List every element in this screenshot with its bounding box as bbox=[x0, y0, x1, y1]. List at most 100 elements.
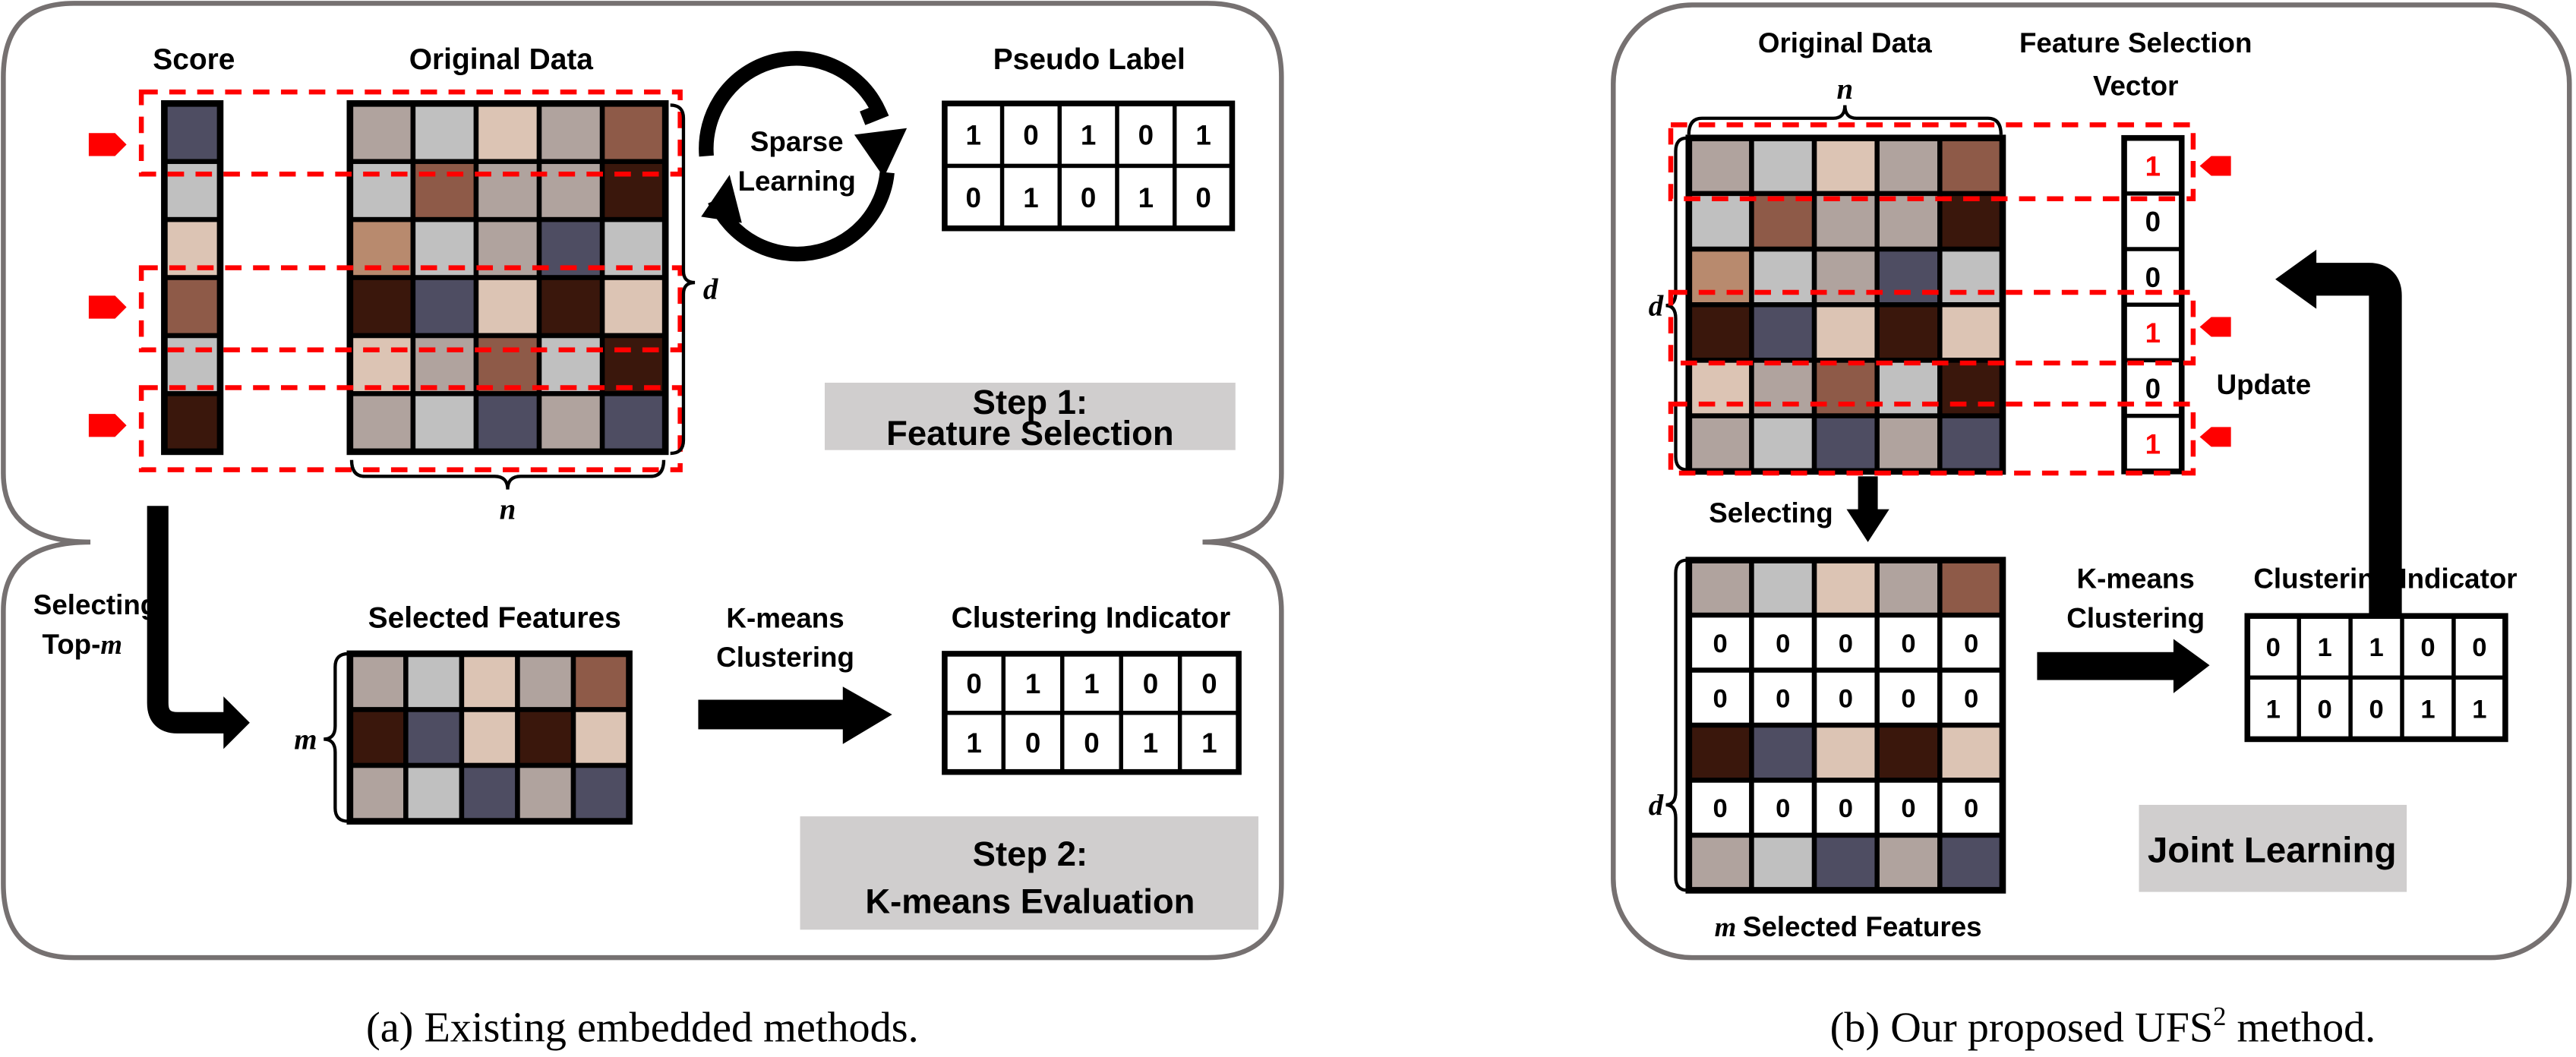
selected-zero-value: 0 bbox=[1964, 629, 1978, 658]
selected-feature-cell bbox=[347, 707, 409, 768]
data-cell-b bbox=[1811, 413, 1880, 475]
pseudo-label-cell bbox=[999, 163, 1062, 231]
panel-a: Score Original Data Pseudo Label d n bbox=[1, 1, 1284, 1051]
grid-border bbox=[346, 99, 669, 456]
grid-border bbox=[942, 651, 1242, 775]
data-cell bbox=[347, 275, 416, 339]
d-brace-b-2 bbox=[1665, 558, 1687, 892]
score-column bbox=[161, 99, 224, 456]
selected-cell-b bbox=[1686, 557, 1754, 618]
selection-markers-b bbox=[2199, 156, 2231, 447]
highlight-box-b-row-4 bbox=[1668, 289, 2196, 366]
selected-cell-b bbox=[1874, 778, 1943, 838]
data-cell bbox=[536, 159, 605, 222]
indicator-cell-b bbox=[2245, 675, 2301, 742]
n-brace bbox=[349, 459, 666, 490]
highlight-box-row-6 bbox=[138, 385, 683, 472]
data-cell-b bbox=[1749, 191, 1817, 252]
pseudo-label-value: 0 bbox=[1081, 182, 1096, 213]
indicator-value-b: 1 bbox=[2369, 633, 2383, 662]
selected-cell-b bbox=[1874, 557, 1943, 618]
caption-b-suffix: method. bbox=[2226, 1004, 2376, 1051]
sparse-learning-label: Sparse bbox=[750, 126, 844, 157]
data-cell-b bbox=[1811, 191, 1880, 252]
data-cell bbox=[599, 275, 668, 339]
grid-border bbox=[2244, 613, 2508, 743]
selected-cell-b bbox=[1686, 832, 1754, 893]
step1-title: Step 1: bbox=[973, 383, 1088, 421]
selected-cell-b bbox=[1686, 722, 1754, 783]
indicator-value: 1 bbox=[1084, 668, 1099, 699]
indicator-value: 1 bbox=[1025, 668, 1040, 699]
selected-zero-value: 0 bbox=[1901, 629, 1915, 658]
indicator-cell-b bbox=[2297, 614, 2353, 680]
indicator-value-b: 0 bbox=[2318, 695, 2332, 724]
top-prefix: Top- bbox=[42, 629, 100, 660]
data-cell-b bbox=[1686, 358, 1754, 418]
highlight-box-row-4 bbox=[138, 265, 683, 352]
selecting-arrow-icon bbox=[1846, 476, 1889, 542]
step2-title: Step 2: bbox=[973, 835, 1088, 873]
red-marker-icon bbox=[88, 295, 127, 319]
selected-cell-b bbox=[1749, 778, 1817, 838]
selected-feature-cell bbox=[403, 707, 465, 768]
data-cell bbox=[473, 333, 542, 396]
n-brace-b bbox=[1687, 105, 2003, 135]
data-cell bbox=[536, 275, 605, 339]
score-cell bbox=[162, 333, 223, 396]
grid-border bbox=[942, 100, 1236, 232]
data-cell-b bbox=[1811, 302, 1880, 363]
indicator-cell-b bbox=[2451, 614, 2508, 680]
kmeans-label-b: K-means bbox=[2077, 563, 2195, 594]
selected-cell-b bbox=[1749, 667, 1817, 728]
selecting-top-m-arrow-icon bbox=[147, 506, 250, 749]
indicator-value-b: 0 bbox=[2420, 633, 2435, 662]
selected-features-label: Selected Features bbox=[368, 601, 621, 634]
selected-cell-b bbox=[1937, 557, 2006, 618]
data-cell-b bbox=[1874, 246, 1943, 308]
original-data-label: Original Data bbox=[409, 43, 594, 76]
selected-cell-b bbox=[1874, 832, 1943, 893]
grid-border bbox=[346, 650, 633, 825]
score-cell bbox=[162, 101, 223, 164]
original-data-matrix-b bbox=[1685, 134, 2006, 475]
grid-border bbox=[2121, 134, 2185, 475]
data-cell-b bbox=[1937, 246, 2006, 308]
indicator-cell bbox=[1060, 711, 1123, 775]
selected-feature-cell bbox=[570, 651, 632, 712]
indicator-value-b: 0 bbox=[2369, 695, 2383, 724]
data-cell-b bbox=[1937, 135, 2006, 197]
fs-vector-label: Feature Selection bbox=[2019, 27, 2252, 58]
selecting-label: Selecting bbox=[33, 589, 157, 620]
indicator-value: 0 bbox=[1084, 727, 1099, 759]
highlight-box-b-row-6 bbox=[1668, 401, 2196, 476]
step1-box bbox=[824, 383, 1236, 450]
data-cell-b bbox=[1874, 358, 1943, 418]
selected-zero-value: 0 bbox=[1713, 684, 1728, 713]
data-cell-b bbox=[1686, 413, 1754, 475]
update-label: Update bbox=[2217, 369, 2312, 400]
highlight-boxes-b bbox=[1668, 122, 2196, 476]
selected-cell-b bbox=[1811, 722, 1880, 783]
pseudo-label-value: 0 bbox=[1138, 120, 1154, 151]
data-cell bbox=[473, 275, 542, 339]
indicator-cell-b bbox=[2451, 675, 2508, 742]
selected-zero-value: 0 bbox=[1713, 794, 1728, 823]
data-cell bbox=[410, 275, 479, 339]
indicator-value: 0 bbox=[1201, 668, 1217, 699]
fs-vector-value: 1 bbox=[2145, 317, 2161, 349]
dim-m-label: m bbox=[294, 723, 317, 756]
data-cell bbox=[473, 159, 542, 222]
selected-feature-cell bbox=[459, 651, 520, 712]
selected-cell-b bbox=[1874, 722, 1943, 783]
data-cell-b bbox=[1811, 135, 1880, 197]
pseudo-label-value: 0 bbox=[1195, 182, 1211, 213]
selected-feature-cell bbox=[515, 651, 576, 712]
indicator-value: 0 bbox=[966, 668, 981, 699]
data-cell bbox=[410, 391, 479, 455]
fs-vector-value: 0 bbox=[2145, 262, 2161, 293]
